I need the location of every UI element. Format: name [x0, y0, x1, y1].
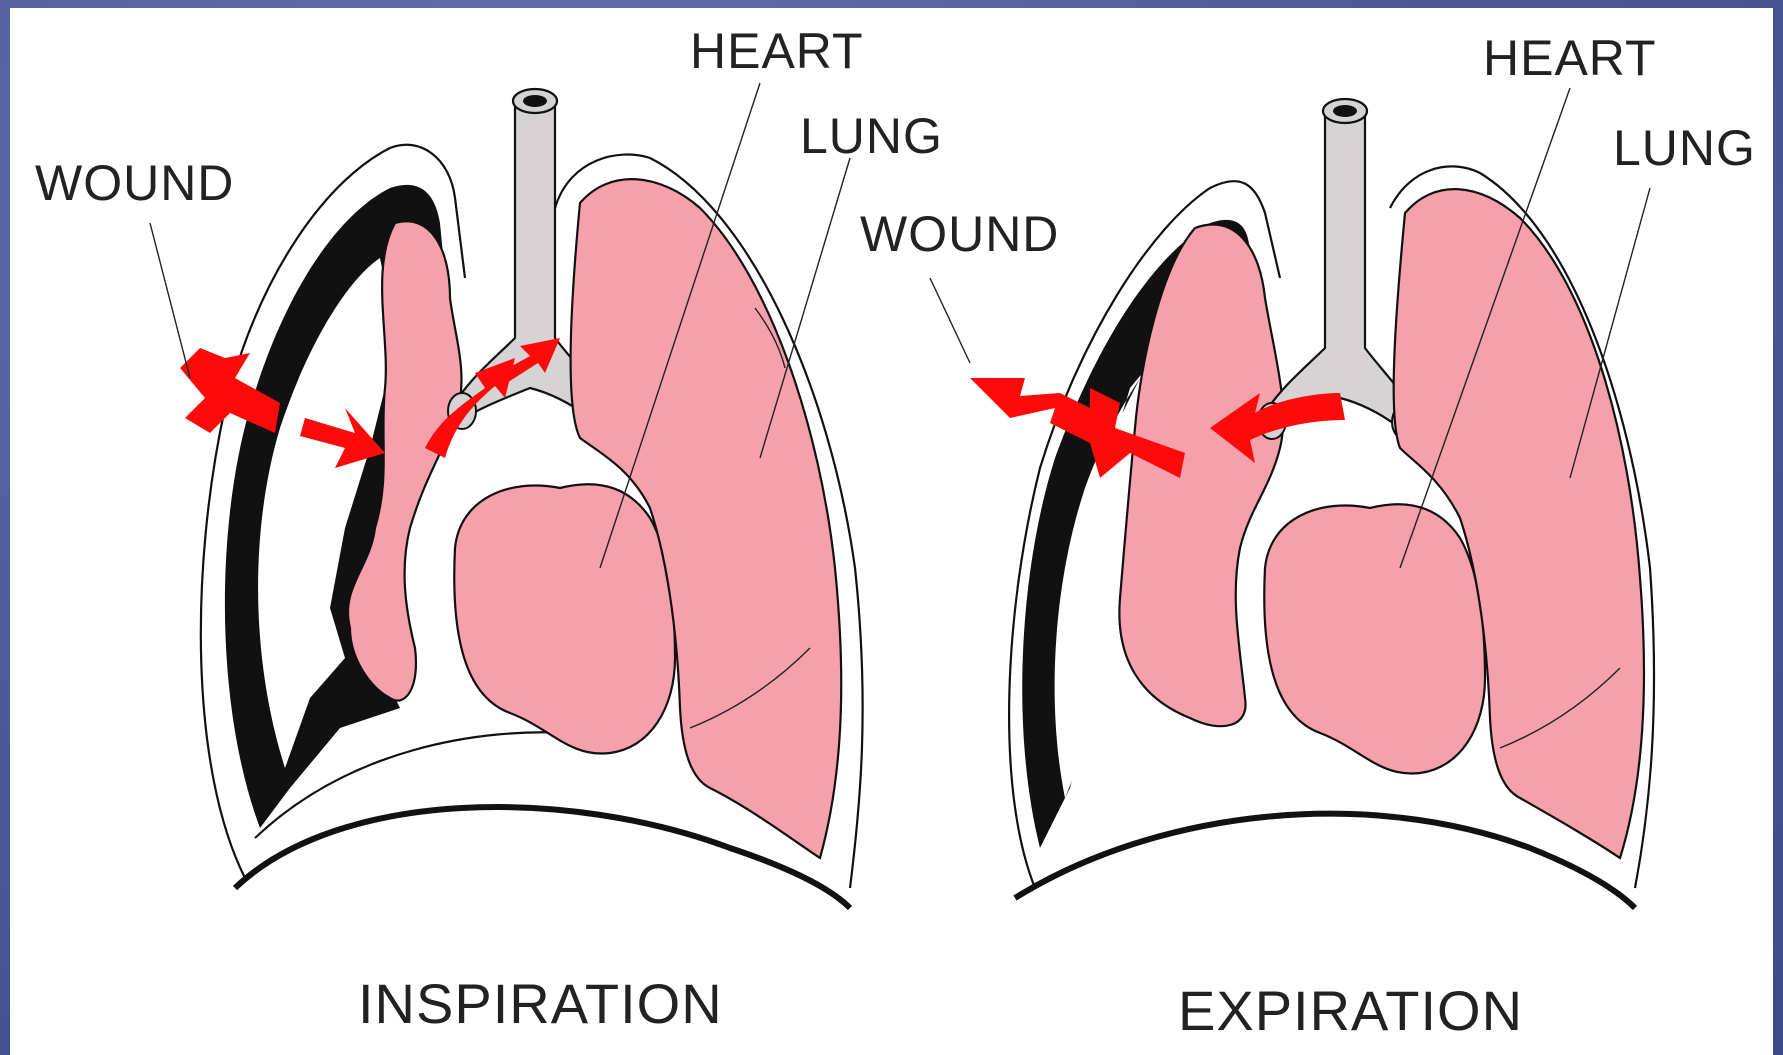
left-diaphragm [235, 807, 850, 908]
left-wound-leader [150, 223, 190, 378]
left-heart-label: HEART [690, 23, 864, 79]
expiration-panel: WOUND HEART LUNG EXPIRATION [860, 30, 1756, 1042]
diagram-card: WOUND HEART LUNG INSPIRATION [10, 8, 1773, 1055]
right-wound-leader [930, 278, 970, 363]
expiration-caption: EXPIRATION [1178, 979, 1523, 1042]
right-trachea-lumen [1333, 105, 1357, 117]
pneumothorax-diagram: WOUND HEART LUNG INSPIRATION [10, 8, 1773, 1055]
left-lung-label: LUNG [800, 108, 943, 164]
right-lung-label: LUNG [1613, 120, 1756, 176]
right-wound-label: WOUND [860, 206, 1059, 262]
right-trachea [1265, 108, 1415, 428]
inspiration-panel: WOUND HEART LUNG INSPIRATION [35, 23, 943, 1035]
left-wound-label: WOUND [35, 155, 234, 211]
left-trachea-lumen [523, 95, 547, 107]
right-diaphragm [1015, 814, 1635, 908]
left-heart [454, 484, 675, 753]
inspiration-caption: INSPIRATION [358, 972, 723, 1035]
right-heart-label: HEART [1483, 30, 1657, 86]
right-heart [1264, 504, 1485, 773]
